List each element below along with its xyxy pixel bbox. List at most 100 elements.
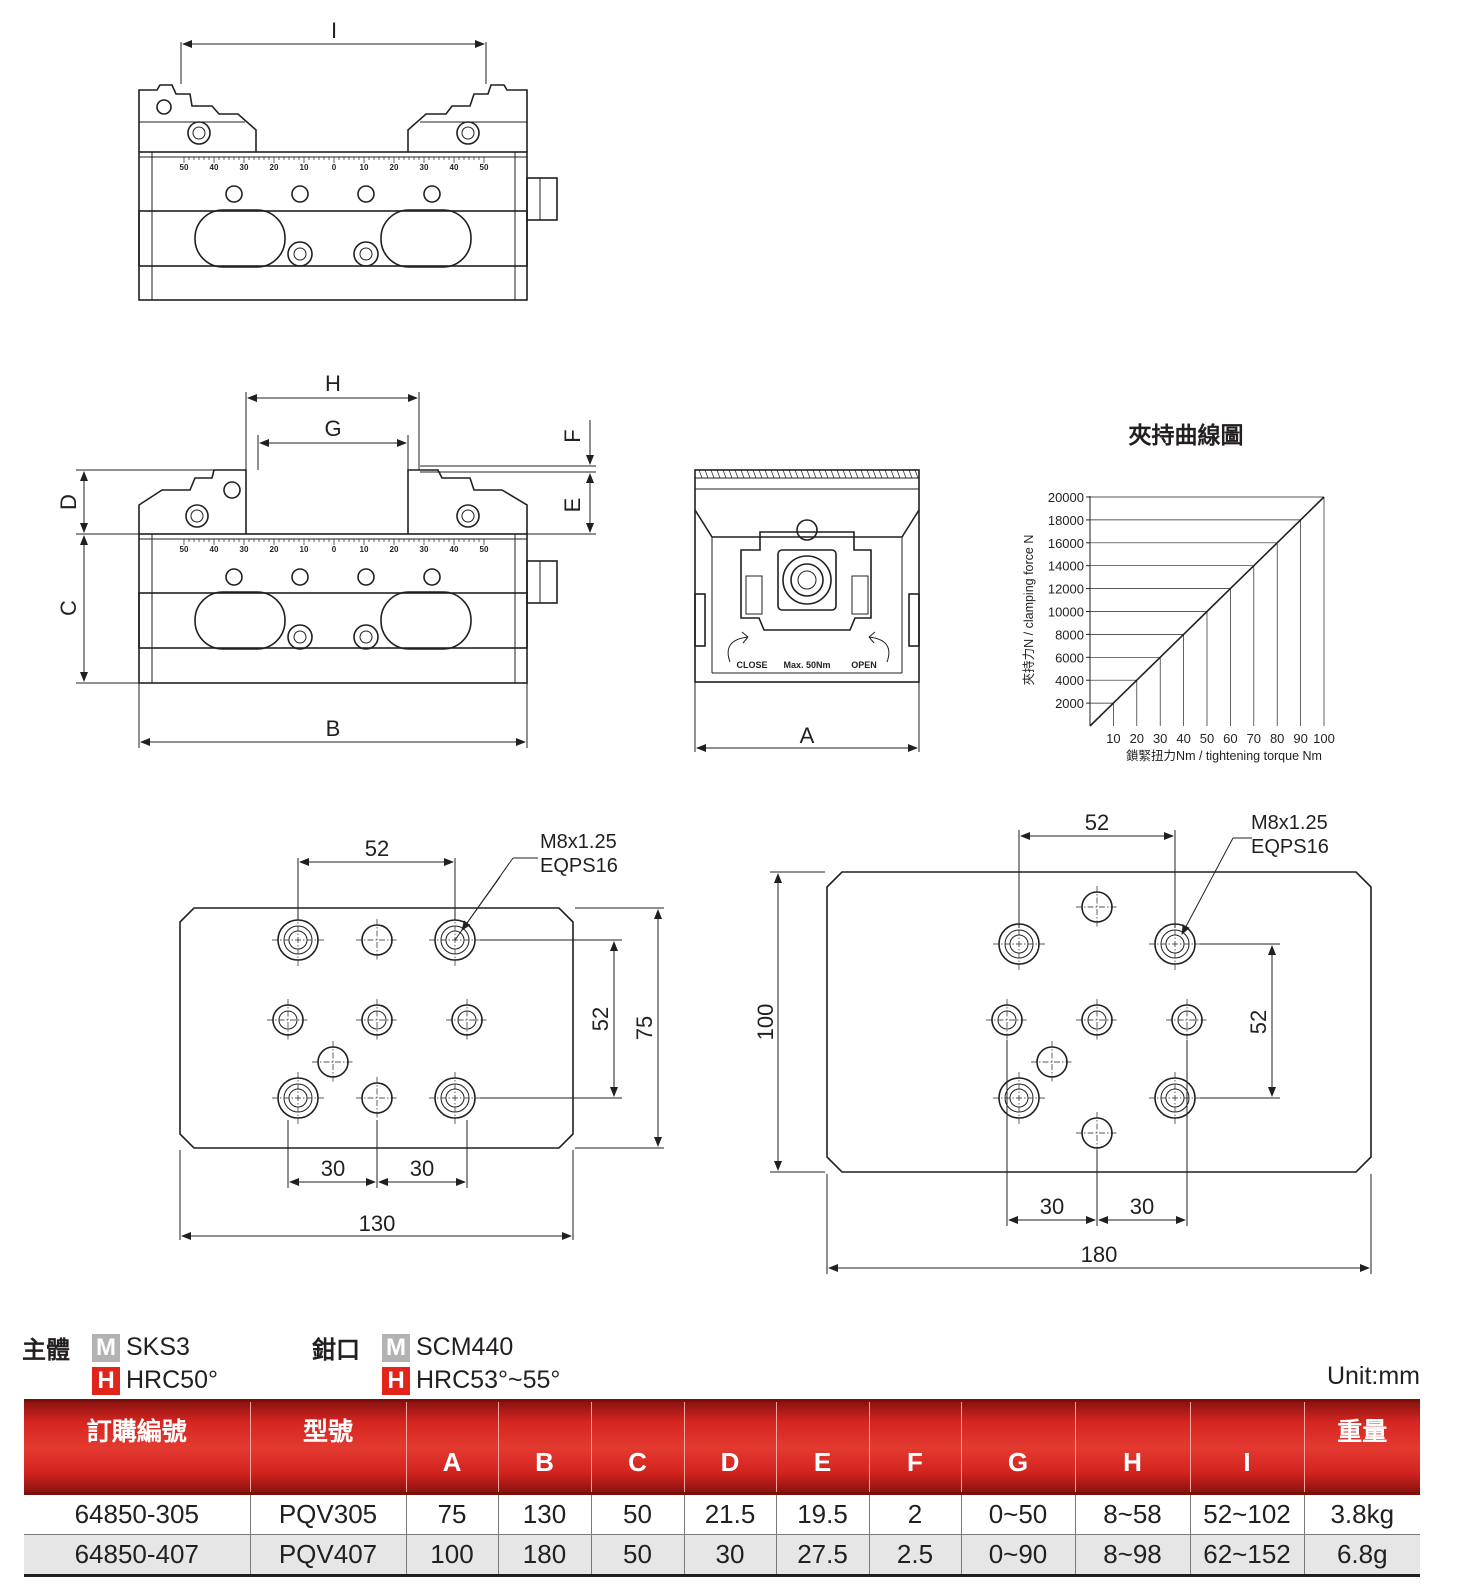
dim-label-f: F [560, 429, 585, 442]
table-cell: 8~58 [1075, 1493, 1191, 1535]
svg-text:30: 30 [240, 545, 249, 554]
dim-label-i: I [331, 18, 337, 43]
svg-text:40: 40 [210, 163, 219, 172]
chart-title: 夾持曲線圖 [1129, 422, 1244, 448]
header-a: A [406, 1399, 499, 1495]
header-b: B [498, 1399, 592, 1495]
chart-y-tick-label: 14000 [1048, 559, 1084, 574]
table-cell: 27.5 [776, 1534, 870, 1577]
chart-x-tick-label: 90 [1293, 731, 1307, 746]
technical-drawings: I H G [56, 18, 1372, 1274]
table-cell: PQV407 [250, 1534, 407, 1577]
jaw-hardness-value: HRC53°~55° [416, 1366, 561, 1394]
material-m-badge: M [382, 1333, 410, 1362]
hardness-h-badge: H [92, 1366, 120, 1395]
body-material-row: 主體 M SKS3 [22, 1330, 190, 1365]
svg-text:50: 50 [180, 545, 189, 554]
chart-y-tick-label: 10000 [1048, 605, 1084, 620]
dim-label-g: G [324, 416, 341, 441]
dim-label-e: E [560, 498, 585, 513]
chart-series-line [1089, 496, 1325, 727]
chart-y-tick-label: 20000 [1048, 490, 1084, 505]
svg-text:10: 10 [360, 545, 369, 554]
base-plate-small: 52 M8x1.25 EQPS16 52 75 30 30 130 [179, 831, 664, 1240]
clamping-curve-chart: 夾持曲線圖 2000400060008000100001200014000160… [1021, 422, 1335, 763]
chart-x-tick-label: 20 [1130, 731, 1144, 746]
scale-labels: 50 40 30 20 10 0 10 20 30 40 50 50 40 30… [180, 163, 489, 554]
chart-x-tick-label: 40 [1176, 731, 1190, 746]
chart-x-tick-label: 80 [1270, 731, 1284, 746]
svg-text:50: 50 [480, 545, 489, 554]
table-header-row: 訂購編號 型號 A B C D E F G H I 重量 [24, 1399, 1420, 1495]
dim-label-a: A [800, 723, 815, 748]
material-m-badge: M [92, 1333, 120, 1362]
table-cell: 50 [591, 1534, 685, 1577]
vise-top-view: I [138, 18, 558, 301]
svg-text:30: 30 [420, 163, 429, 172]
table-row: 64850-407 PQV407 100 180 50 30 27.5 2.5 … [24, 1534, 1420, 1577]
base-large-thread-2: EQPS16 [1251, 836, 1329, 858]
base-large-dim-52-side: 52 [1246, 1010, 1271, 1034]
jaw-hardness-row: H HRC53°~55° [382, 1366, 560, 1395]
header-f: F [869, 1399, 962, 1495]
header-h: H [1075, 1399, 1191, 1495]
table-cell: 0~90 [961, 1534, 1076, 1577]
dim-label-b: B [326, 716, 341, 741]
base-small-dim-30-left: 30 [321, 1156, 345, 1181]
table-cell: 180 [498, 1534, 592, 1577]
base-large-thread-1: M8x1.25 [1251, 812, 1328, 834]
svg-text:30: 30 [240, 163, 249, 172]
chart-y-tick-label: 6000 [1055, 650, 1084, 665]
chart-y-tick-label: 2000 [1055, 696, 1084, 711]
base-small-dim-30-right: 30 [410, 1156, 434, 1181]
body-hardness-row: H HRC50° [92, 1366, 218, 1395]
spec-table: 訂購編號 型號 A B C D E F G H I 重量 64850-305 P… [24, 1399, 1420, 1577]
base-small-dim-52-side: 52 [588, 1007, 613, 1031]
torque-label: Max. 50Nm [783, 660, 830, 670]
header-order-no: 訂購編號 [24, 1399, 251, 1495]
base-small-dim-75: 75 [632, 1016, 657, 1040]
base-small-dim-130: 130 [359, 1211, 396, 1236]
table-cell: 52~102 [1190, 1493, 1305, 1535]
base-large-dim-52-top: 52 [1085, 810, 1109, 835]
svg-text:40: 40 [210, 545, 219, 554]
table-cell: 75 [406, 1493, 499, 1535]
table-row: 64850-305 PQV305 75 130 50 21.5 19.5 2 0… [24, 1493, 1420, 1535]
header-weight: 重量 [1304, 1399, 1420, 1495]
unit-label: Unit:mm [1326, 1362, 1420, 1390]
table-cell: 8~98 [1075, 1534, 1191, 1577]
chart-x-tick-label: 70 [1247, 731, 1261, 746]
dim-label-d: D [56, 494, 81, 510]
table-cell: 100 [406, 1534, 499, 1577]
chart-x-tick-label: 60 [1223, 731, 1237, 746]
table-cell: 30 [684, 1534, 777, 1577]
chart-y-tick-label: 12000 [1048, 582, 1084, 597]
svg-text:50: 50 [480, 163, 489, 172]
chart-x-tick-label: 50 [1200, 731, 1214, 746]
x-axis-label: 鎖緊扭力Nm / tightening torque Nm [1126, 748, 1322, 763]
header-model: 型號 [250, 1399, 407, 1495]
hardness-h-badge: H [382, 1366, 410, 1395]
header-e: E [776, 1399, 870, 1495]
base-large-dim-180: 180 [1081, 1242, 1118, 1267]
table-cell: 64850-407 [24, 1534, 251, 1577]
chart-y-tick-label: 8000 [1055, 627, 1084, 642]
svg-text:0: 0 [332, 163, 337, 172]
table-cell: 19.5 [776, 1493, 870, 1535]
header-i: I [1190, 1399, 1305, 1495]
base-small-thread-2: EQPS16 [540, 855, 618, 877]
table-cell: 64850-305 [24, 1493, 251, 1535]
svg-text:20: 20 [390, 545, 399, 554]
svg-text:20: 20 [270, 163, 279, 172]
vise-side-view: CLOSE Max. 50Nm OPEN A [694, 469, 920, 752]
header-g: G [961, 1399, 1076, 1495]
close-label: CLOSE [736, 660, 767, 670]
chart-x-tick-label: 100 [1313, 731, 1335, 746]
base-plate-large: 52 M8x1.25 EQPS16 100 52 30 30 180 [753, 810, 1372, 1274]
base-small-dim-52-top: 52 [365, 836, 389, 861]
dim-label-c: C [56, 600, 81, 616]
svg-text:40: 40 [450, 163, 459, 172]
chart-x-tick-label: 30 [1153, 731, 1167, 746]
table-cell: 21.5 [684, 1493, 777, 1535]
chart-y-tick-label: 18000 [1048, 513, 1084, 528]
